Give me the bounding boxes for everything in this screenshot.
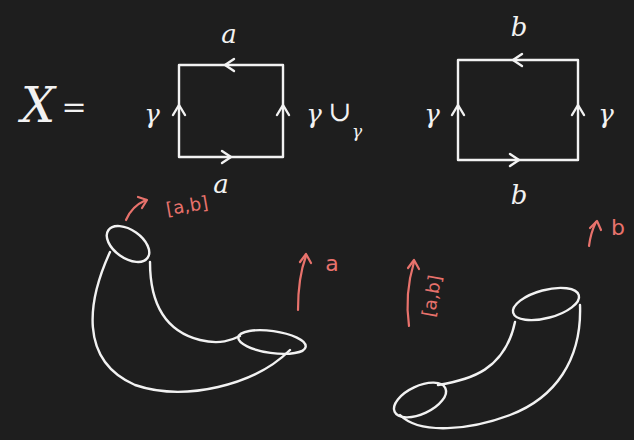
math-label: a <box>221 21 237 47</box>
arrow-head <box>572 105 584 115</box>
tube-opening <box>100 219 155 269</box>
arrow-head <box>510 154 519 166</box>
math-label: γ <box>352 123 362 140</box>
tube-outline <box>93 252 290 392</box>
math-label: γ <box>598 101 614 127</box>
arrow-head <box>173 105 185 115</box>
tube-outline <box>150 262 240 342</box>
red-arrow-head <box>138 197 147 208</box>
tube-outline <box>438 322 515 385</box>
red-arrow <box>126 200 146 220</box>
tube-outline <box>400 305 580 428</box>
loop-label: a <box>325 253 338 275</box>
math-label: γ <box>424 101 440 127</box>
math-label: b <box>511 14 528 40</box>
tube-opening <box>510 282 583 327</box>
red-arrow-head <box>590 221 601 230</box>
arrow-head <box>513 54 522 66</box>
red-arrow <box>298 256 306 310</box>
tube-opening <box>237 326 307 357</box>
loop-label: [a,b] <box>165 193 210 218</box>
math-label: = <box>61 92 86 122</box>
math-label: γ <box>144 101 160 127</box>
square <box>458 60 578 160</box>
math-label: a <box>213 171 229 197</box>
square <box>179 65 283 157</box>
red-arrow-head <box>300 254 311 263</box>
red-arrow-head <box>408 260 419 269</box>
loop-label: [a,b] <box>419 274 444 319</box>
red-arrow <box>408 262 414 326</box>
math-label: ∪ <box>328 98 351 126</box>
loop-label: b <box>611 217 625 239</box>
math-label: γ <box>306 101 322 127</box>
math-label: b <box>511 182 528 208</box>
tube-opening <box>389 375 452 424</box>
arrow-head <box>277 105 289 115</box>
arrow-head <box>225 59 234 71</box>
math-label: X <box>21 81 55 129</box>
arrow-head <box>452 105 464 115</box>
arrow-head <box>222 151 231 163</box>
